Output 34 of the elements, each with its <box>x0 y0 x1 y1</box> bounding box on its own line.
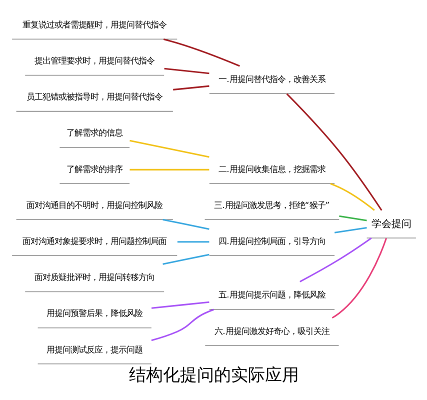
node-text: 五.用提问提示问题，降低风险 <box>218 290 325 300</box>
node-text: 提出管理要求时，用提问替代指令 <box>34 56 154 66</box>
node-text: 六.用提问激发好奇心，吸引关注 <box>214 326 329 336</box>
node-text: 员工犯错或被指导时，用提问替代指令 <box>26 92 162 102</box>
connector <box>331 238 387 319</box>
connector <box>286 93 382 211</box>
node-text: 一.用提问替代指令，改善关系 <box>218 74 325 84</box>
node-text: 学会提问 <box>370 218 411 230</box>
node-text: 重复说过或者需提醒时，用提问替代指令 <box>22 19 166 30</box>
connector <box>172 85 209 90</box>
connector <box>162 218 209 230</box>
connector <box>176 241 209 243</box>
connector <box>129 140 209 158</box>
connector <box>150 301 209 309</box>
connector <box>164 68 209 74</box>
connector <box>150 308 214 342</box>
node-text: 二.用提问收集信息，挖掘需求 <box>218 164 325 174</box>
connector <box>162 254 209 265</box>
node-text: 面对质疑批评时，用提问转移方向 <box>34 272 154 282</box>
connector <box>330 182 374 211</box>
node-text: 了解需求的信息 <box>66 128 122 138</box>
node-text: 面对沟通对象提要求时，用问题控制局面 <box>22 236 166 246</box>
connector <box>129 168 209 170</box>
connector <box>299 237 372 282</box>
node-text: 了解需求的排序 <box>66 164 122 174</box>
connector <box>162 38 240 67</box>
connector <box>338 215 366 222</box>
caption: 结构化提问的实际应用 <box>128 364 298 385</box>
connector <box>334 227 366 234</box>
node-text: 面对沟通目的不明时，用提问控制风险 <box>26 200 162 210</box>
node-text: 用提问预警后果，降低风险 <box>46 308 142 318</box>
node-text: 三.用提问激发思考，拒绝“猴子” <box>214 200 330 210</box>
node-text: 四.用提问控制局面，引导方向 <box>218 236 325 246</box>
node-text: 用提问测试反应，提示问题 <box>46 344 142 354</box>
